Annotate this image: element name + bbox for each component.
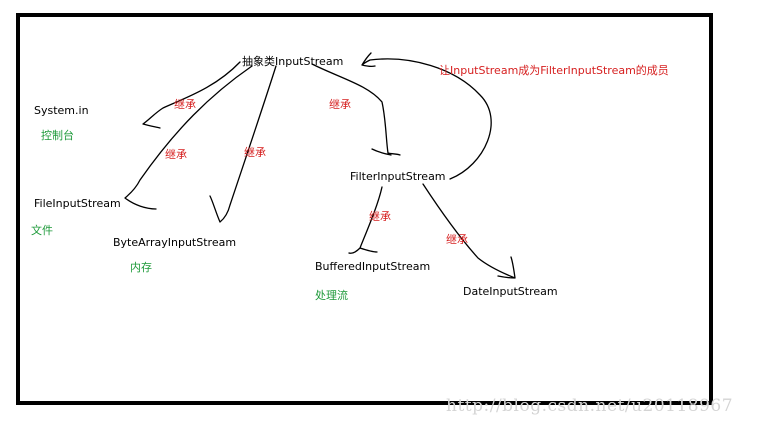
- member-note: 让InputStream成为FilterInputStream的成员: [439, 64, 669, 77]
- node-inputstream: 抽象类InputStream: [242, 55, 344, 68]
- annotation-memory: 内存: [130, 261, 152, 274]
- edge-label-dateinputstream: 继承: [446, 233, 468, 246]
- node-filterinputstream: FilterInputStream: [350, 170, 446, 183]
- watermark: http://blog.csdn.net/u20118967: [446, 396, 734, 416]
- annotation-processing: 处理流: [315, 289, 348, 302]
- edge-root-to-system-in: [142, 61, 241, 129]
- edge-root-to-bytearrayinputstream: [209, 65, 277, 223]
- annotation-console: 控制台: [41, 129, 74, 142]
- edge-label-system-in: 继承: [174, 98, 196, 111]
- edge-label-bytearrayinputstream: 继承: [244, 146, 266, 159]
- edge-filter-to-buffered: [348, 186, 383, 254]
- edge-label-fileinputstream: 继承: [165, 148, 187, 161]
- edge-root-to-filterinputstream: [311, 63, 401, 156]
- edge-member-loop: [361, 52, 492, 180]
- edge-root-to-fileinputstream: [124, 65, 253, 210]
- node-system-in: System.in: [34, 104, 89, 117]
- edge-filter-to-date: [422, 183, 516, 279]
- node-dateinputstream: DateInputStream: [463, 285, 558, 298]
- annotation-file: 文件: [31, 224, 53, 237]
- node-bytearrayinputstream: ByteArrayInputStream: [113, 236, 237, 249]
- node-bufferedinputstream: BufferedInputStream: [315, 260, 431, 273]
- edge-label-filterinputstream: 继承: [329, 98, 351, 111]
- edge-label-bufferedinputstream: 继承: [369, 210, 391, 223]
- node-fileinputstream: FileInputStream: [34, 197, 121, 210]
- diagram-frame: [16, 13, 713, 405]
